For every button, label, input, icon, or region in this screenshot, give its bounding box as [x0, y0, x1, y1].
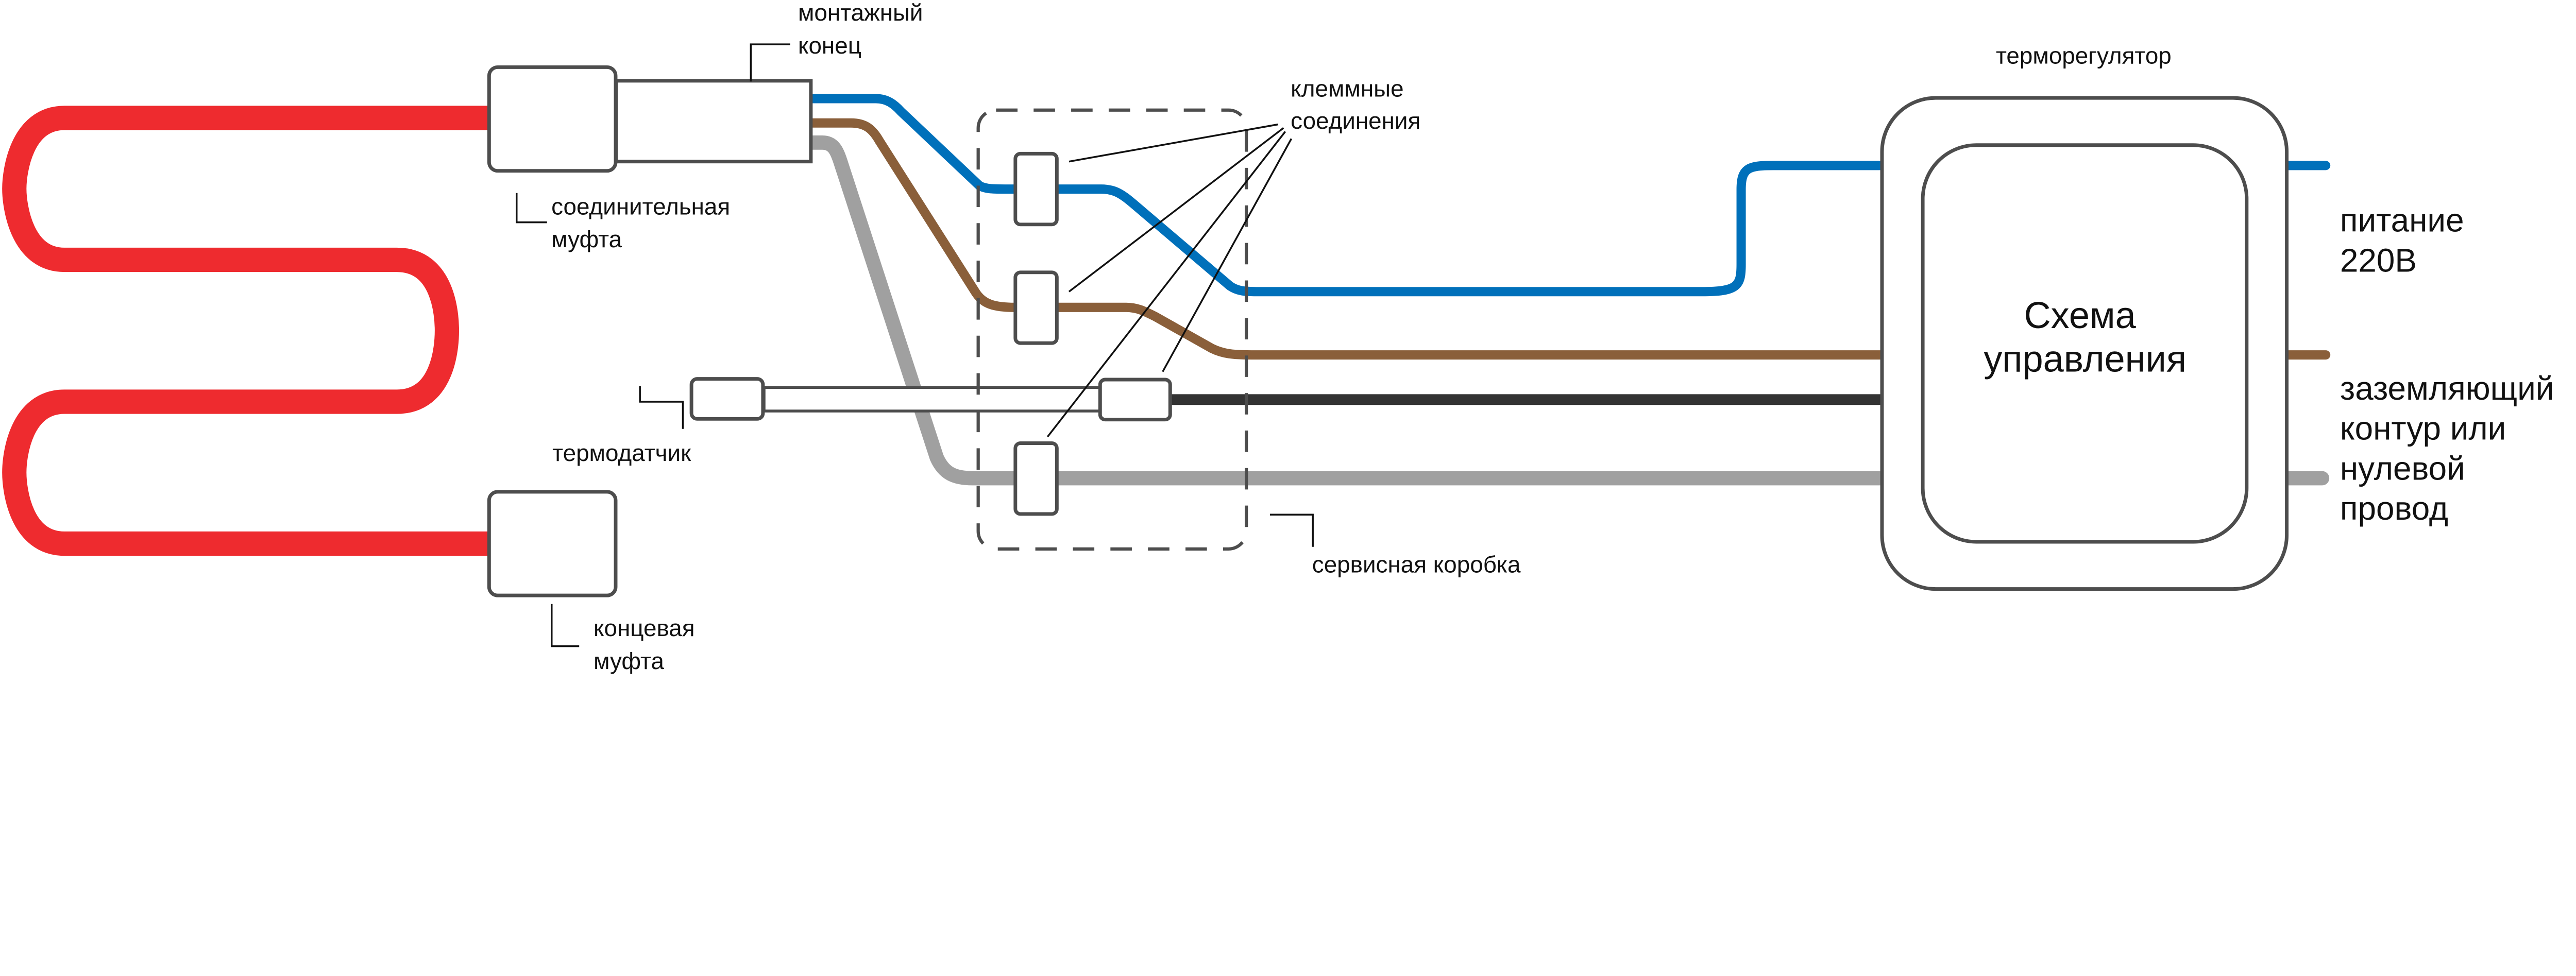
brown-wire: [811, 118, 1015, 312]
leader-mounting-end: [750, 43, 790, 82]
label-terminals: клеммные соединения: [1291, 75, 1420, 133]
service-box: [976, 108, 1248, 551]
brown-wire-out: [1057, 302, 1882, 360]
leader-sensor: [639, 386, 684, 429]
label-ground: заземляющий контур или нулевой провод: [2340, 370, 2563, 527]
blue-wire: [811, 94, 1015, 194]
wiring-diagram: монтажный конец соединительная муфта кон…: [2, 0, 2563, 674]
heating-cable: [2, 106, 490, 556]
mounting-end: [614, 79, 813, 164]
terminal-brown: [1013, 270, 1059, 345]
sensor-connector: [1098, 378, 1172, 422]
end-coupling-box: [487, 490, 618, 597]
leader-coupling: [516, 193, 547, 224]
label-thermostat: терморегулятор: [1996, 43, 2172, 69]
leader-terminal-1: [1069, 123, 1279, 163]
sensor-head: [689, 377, 765, 421]
label-mounting-end: монтажный конец: [798, 0, 929, 59]
ground-wire: [811, 135, 1882, 486]
label-end-coupling: концевая муфта: [594, 615, 701, 674]
label-control-circuit: Схема управления: [1984, 295, 2187, 380]
leader-end-coupling: [551, 604, 580, 647]
thermostat-inner: [1921, 143, 2249, 544]
label-power: питание 220В: [2340, 202, 2473, 279]
blue-wire-out: [1057, 161, 1882, 297]
leader-terminal-2: [1068, 127, 1284, 293]
label-service-box: сервисная коробка: [1312, 552, 1521, 578]
label-coupling: соединительная муфта: [551, 193, 737, 252]
leader-terminal-4: [1162, 138, 1293, 372]
terminal-blue: [1013, 151, 1059, 227]
coupling-box: [487, 65, 618, 173]
terminal-ground: [1013, 441, 1059, 516]
label-sensor: термодатчик: [552, 440, 691, 466]
leader-service-box: [1269, 513, 1314, 547]
leader-terminal-3: [1046, 131, 1286, 438]
sensor-tube: [762, 386, 1102, 413]
